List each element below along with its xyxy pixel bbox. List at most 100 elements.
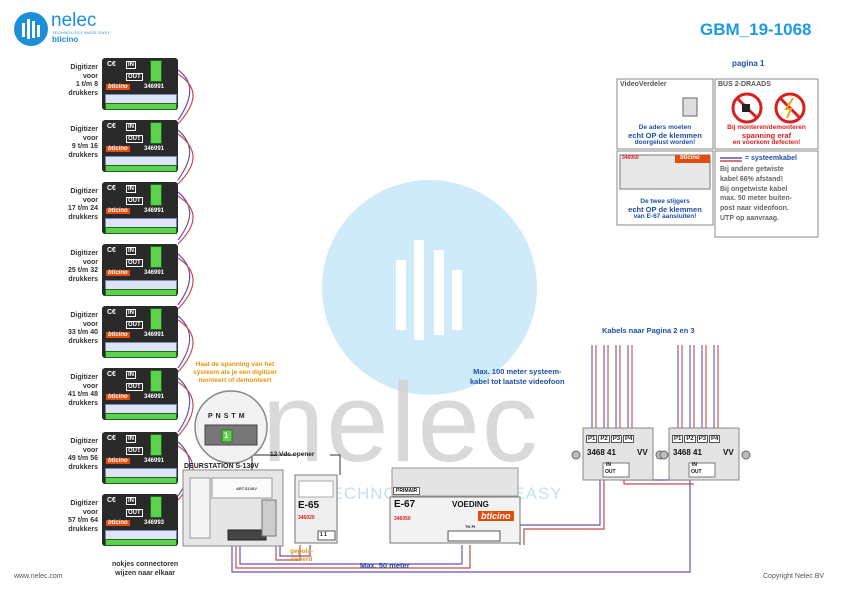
psu-code: 346050	[622, 155, 639, 161]
max-100-line-1: Max. 100 meter systeem-	[473, 367, 562, 376]
digitizer-label-line: drukkers	[68, 275, 98, 283]
digitizer-model: 346991	[144, 394, 165, 400]
e67-terminals: TK PI	[465, 524, 476, 529]
digitizer-brand: bticino	[106, 146, 130, 152]
terminal-strip	[105, 165, 177, 172]
terminal-strip	[105, 103, 177, 110]
e65-name: E-65	[298, 500, 320, 511]
digitizer-brand: bticino	[106, 208, 130, 214]
splitter-port-label: P1	[672, 435, 684, 443]
connector-green	[150, 184, 162, 206]
polarised-line-2: riseerd	[290, 556, 313, 563]
digitizer-in-label: IN	[126, 497, 136, 505]
terminal-strip	[105, 351, 177, 358]
bus-title: BUS 2-DRAADS	[718, 81, 771, 88]
digitizer-label-line: 33 t/m 40	[68, 329, 98, 336]
polarised-line-1: gepola-	[290, 548, 314, 555]
digitizer-label-line: drukkers	[68, 463, 98, 471]
e67-brand: bticino	[478, 511, 514, 521]
max-100-note: Max. 100 meter systeem- kabel tot laatst…	[470, 367, 565, 387]
digitizer-brand: bticino	[106, 394, 130, 400]
opener-label: 12 Vdc opener	[270, 451, 315, 458]
dip-label-t: T	[231, 413, 239, 420]
digitizer-label-line: voor	[82, 72, 98, 80]
digitizer-label-line: drukkers	[68, 525, 98, 533]
digitizer-label-line: Digitizer	[70, 312, 98, 319]
digitizer-out-label: OUT	[126, 509, 143, 517]
footer-right: Copyright Nelec BV	[763, 573, 825, 580]
digitizer-label-line: voor	[82, 258, 98, 266]
videoverdeler-title: VideoVerdeler	[620, 81, 667, 88]
digitizer-label-line: 41 t/m 48	[68, 391, 98, 398]
digitizer-label-line: Digitizer	[70, 500, 98, 507]
brand-sub: bticino	[52, 35, 79, 44]
brand-name: nelec	[51, 10, 97, 31]
digitizer-in-label: IN	[126, 435, 136, 443]
psu-line-2: echt OP de klemmen	[628, 204, 702, 214]
cable-text-line-2: kabel 66% afstand!	[720, 175, 784, 183]
ce-mark: C€	[107, 371, 116, 378]
digitizer-brand: bticino	[106, 520, 130, 526]
digitizer-label-line: Digitizer	[70, 126, 98, 133]
digitizer-out-label: OUT	[126, 73, 143, 81]
digitizer-label-line: Digitizer	[70, 188, 98, 195]
digitizer-label-line: voor	[82, 134, 98, 142]
digitizer-in-label: IN	[126, 309, 136, 317]
digitizer-model: 346991	[144, 270, 165, 276]
psu-line-1: De twee stijgers	[640, 198, 690, 205]
cable-text-line-5: post naar videofoon.	[720, 205, 789, 213]
psu-note: De twee stijgers echt OP de klemmen van …	[617, 198, 713, 221]
splitter-port-label: P4	[623, 435, 635, 443]
splitter-model: 3468 41	[673, 448, 702, 457]
terminal-strip	[105, 289, 177, 296]
digitizer-out-label: OUT	[126, 197, 143, 205]
digitizer-model: 346993	[144, 520, 165, 526]
digitizer-model: 346991	[144, 208, 165, 214]
e67-code: 346050	[394, 516, 411, 522]
digitizer-out-label: OUT	[126, 259, 143, 267]
digitizer-label-line: 49 t/m 56	[68, 455, 98, 462]
digitizer-label-line: Digitizer	[70, 374, 98, 381]
videoverdeler-note: De aders moeten echt OP de klemmen doorg…	[617, 124, 713, 147]
connector-line-2: wijzen naar elkaar	[115, 570, 176, 577]
splitter-port-label: P4	[709, 435, 721, 443]
bus-note: Bij monteren/demonteren spanning eraf en…	[715, 124, 818, 147]
splitter-port-label: P1	[586, 435, 598, 443]
digitizer-out-label: OUT	[126, 321, 143, 329]
digitizer-brand: bticino	[106, 332, 130, 338]
digitizer-label-line: 1 t/m 8	[75, 81, 98, 88]
digitizer-label-line: 25 t/m 32	[68, 267, 98, 274]
terminal-strip	[105, 539, 177, 546]
digitizer-label-line: 9 t/m 16	[71, 143, 98, 150]
splitter-in-label: IN	[692, 462, 697, 468]
cable-text-line-4: max. 50 meter buiten-	[720, 195, 792, 203]
ce-mark: C€	[107, 123, 116, 130]
cable-text-line-1: Bij andere getwiste	[720, 166, 784, 173]
ce-mark: C€	[107, 61, 116, 68]
digitizer-label-line: voor	[82, 508, 98, 516]
digitizer-in-label: IN	[126, 123, 136, 131]
warning-line-1: Haal de spanning van het	[195, 361, 275, 368]
warning-note: Haal de spanning van het systeem als je …	[180, 361, 290, 385]
bus-line-2: spanning eraf	[741, 130, 792, 140]
videoverdeler-line-1: De aders moeten	[638, 124, 692, 131]
digitizer-brand: bticino	[106, 84, 130, 90]
e65-code: 346020	[298, 515, 315, 521]
bus-line-3: en voorkom defecten!	[732, 139, 801, 146]
terminal-strip	[105, 477, 177, 484]
e65-terminals: 1 1	[320, 532, 327, 538]
door-station-art: ART.S130V	[236, 486, 257, 491]
terminal-strip	[105, 227, 177, 234]
digitizer-label-line: drukkers	[68, 399, 98, 407]
connector-note: nokjes connectoren wijzen naar elkaar	[112, 560, 178, 578]
